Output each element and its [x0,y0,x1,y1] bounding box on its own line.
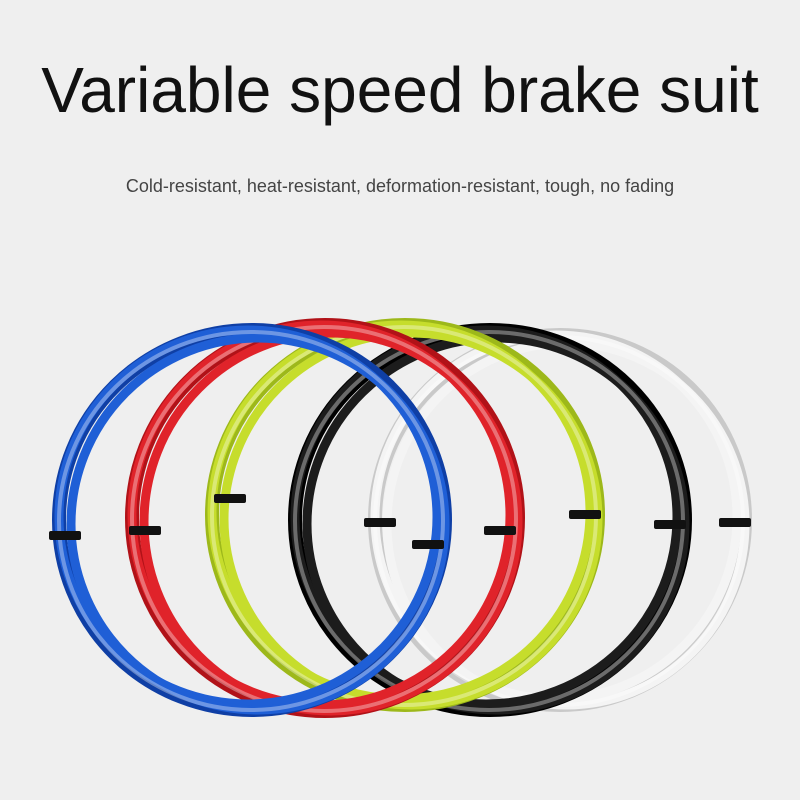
zip-tie-icon [569,510,601,519]
cable-coil-black [288,323,692,717]
zip-tie-icon [129,526,161,535]
zip-tie-icon [412,540,444,549]
cable-coil-blue [49,323,452,717]
cable-coil-red [125,318,525,718]
page-title: Variable speed brake suit [41,54,759,126]
page-subtitle: Cold-resistant, heat-resistant, deformat… [125,176,675,196]
cable-coil-white [368,328,752,712]
zip-tie-icon [49,531,81,540]
zip-tie-icon [484,526,516,535]
zip-tie-icon [214,494,246,503]
cable-coil-lime [205,318,605,712]
zip-tie-icon [364,518,396,527]
zip-tie-icon [719,518,751,527]
zip-tie-icon [654,520,686,529]
